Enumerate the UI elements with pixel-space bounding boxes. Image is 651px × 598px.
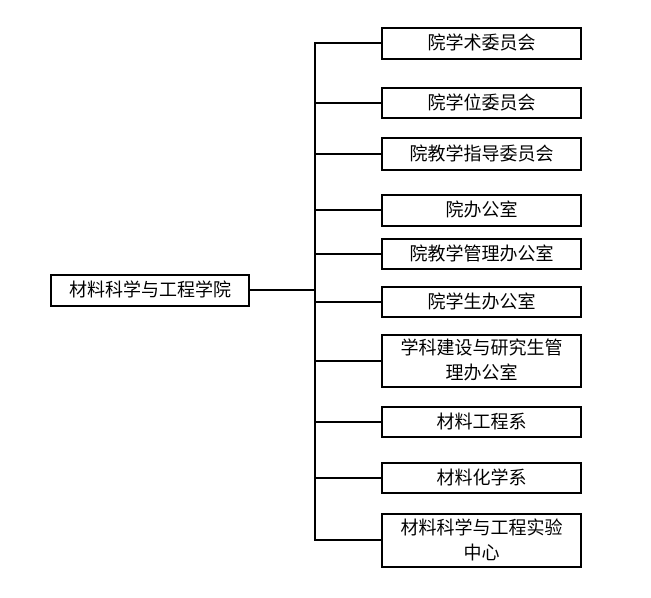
root-connector-line <box>250 289 316 291</box>
org-child-box: 材料工程系 <box>381 406 582 438</box>
org-child-box: 院教学指导委员会 <box>381 137 582 171</box>
org-child-label: 材料科学与工程实验中心 <box>400 517 563 564</box>
org-child-label: 院教学指导委员会 <box>409 143 554 165</box>
org-child-box: 院学位委员会 <box>381 87 582 119</box>
connector-line <box>314 539 383 541</box>
org-child-box: 材料化学系 <box>381 462 582 494</box>
org-child-label: 学科建设与研究生管理办公室 <box>400 338 563 384</box>
org-child-label: 材料工程系 <box>436 411 527 433</box>
org-child-label: 院学位委员会 <box>427 92 536 114</box>
org-child-label: 院学生办公室 <box>427 291 536 313</box>
org-child-label: 院教学管理办公室 <box>409 243 554 265</box>
org-child-label: 院办公室 <box>445 200 518 221</box>
org-child-box: 材料科学与工程实验中心 <box>381 513 582 568</box>
connector-line <box>314 42 383 44</box>
connector-line <box>314 360 383 362</box>
connector-line <box>314 477 383 479</box>
connector-line <box>314 153 383 155</box>
org-child-label: 材料化学系 <box>436 467 527 489</box>
connector-line <box>314 102 383 104</box>
org-root-label: 材料科学与工程学院 <box>69 280 231 301</box>
org-child-box: 学科建设与研究生管理办公室 <box>381 334 582 388</box>
connector-line <box>314 209 383 211</box>
org-child-label: 院学术委员会 <box>427 33 536 54</box>
org-child-box: 院办公室 <box>381 194 582 227</box>
connector-line <box>314 253 383 255</box>
connector-line <box>314 421 383 423</box>
connector-line <box>314 301 383 303</box>
org-child-box: 院学生办公室 <box>381 286 582 318</box>
org-child-box: 院教学管理办公室 <box>381 238 582 270</box>
org-root-box: 材料科学与工程学院 <box>50 274 250 307</box>
trunk-line <box>314 42 316 541</box>
org-child-box: 院学术委员会 <box>381 27 582 60</box>
